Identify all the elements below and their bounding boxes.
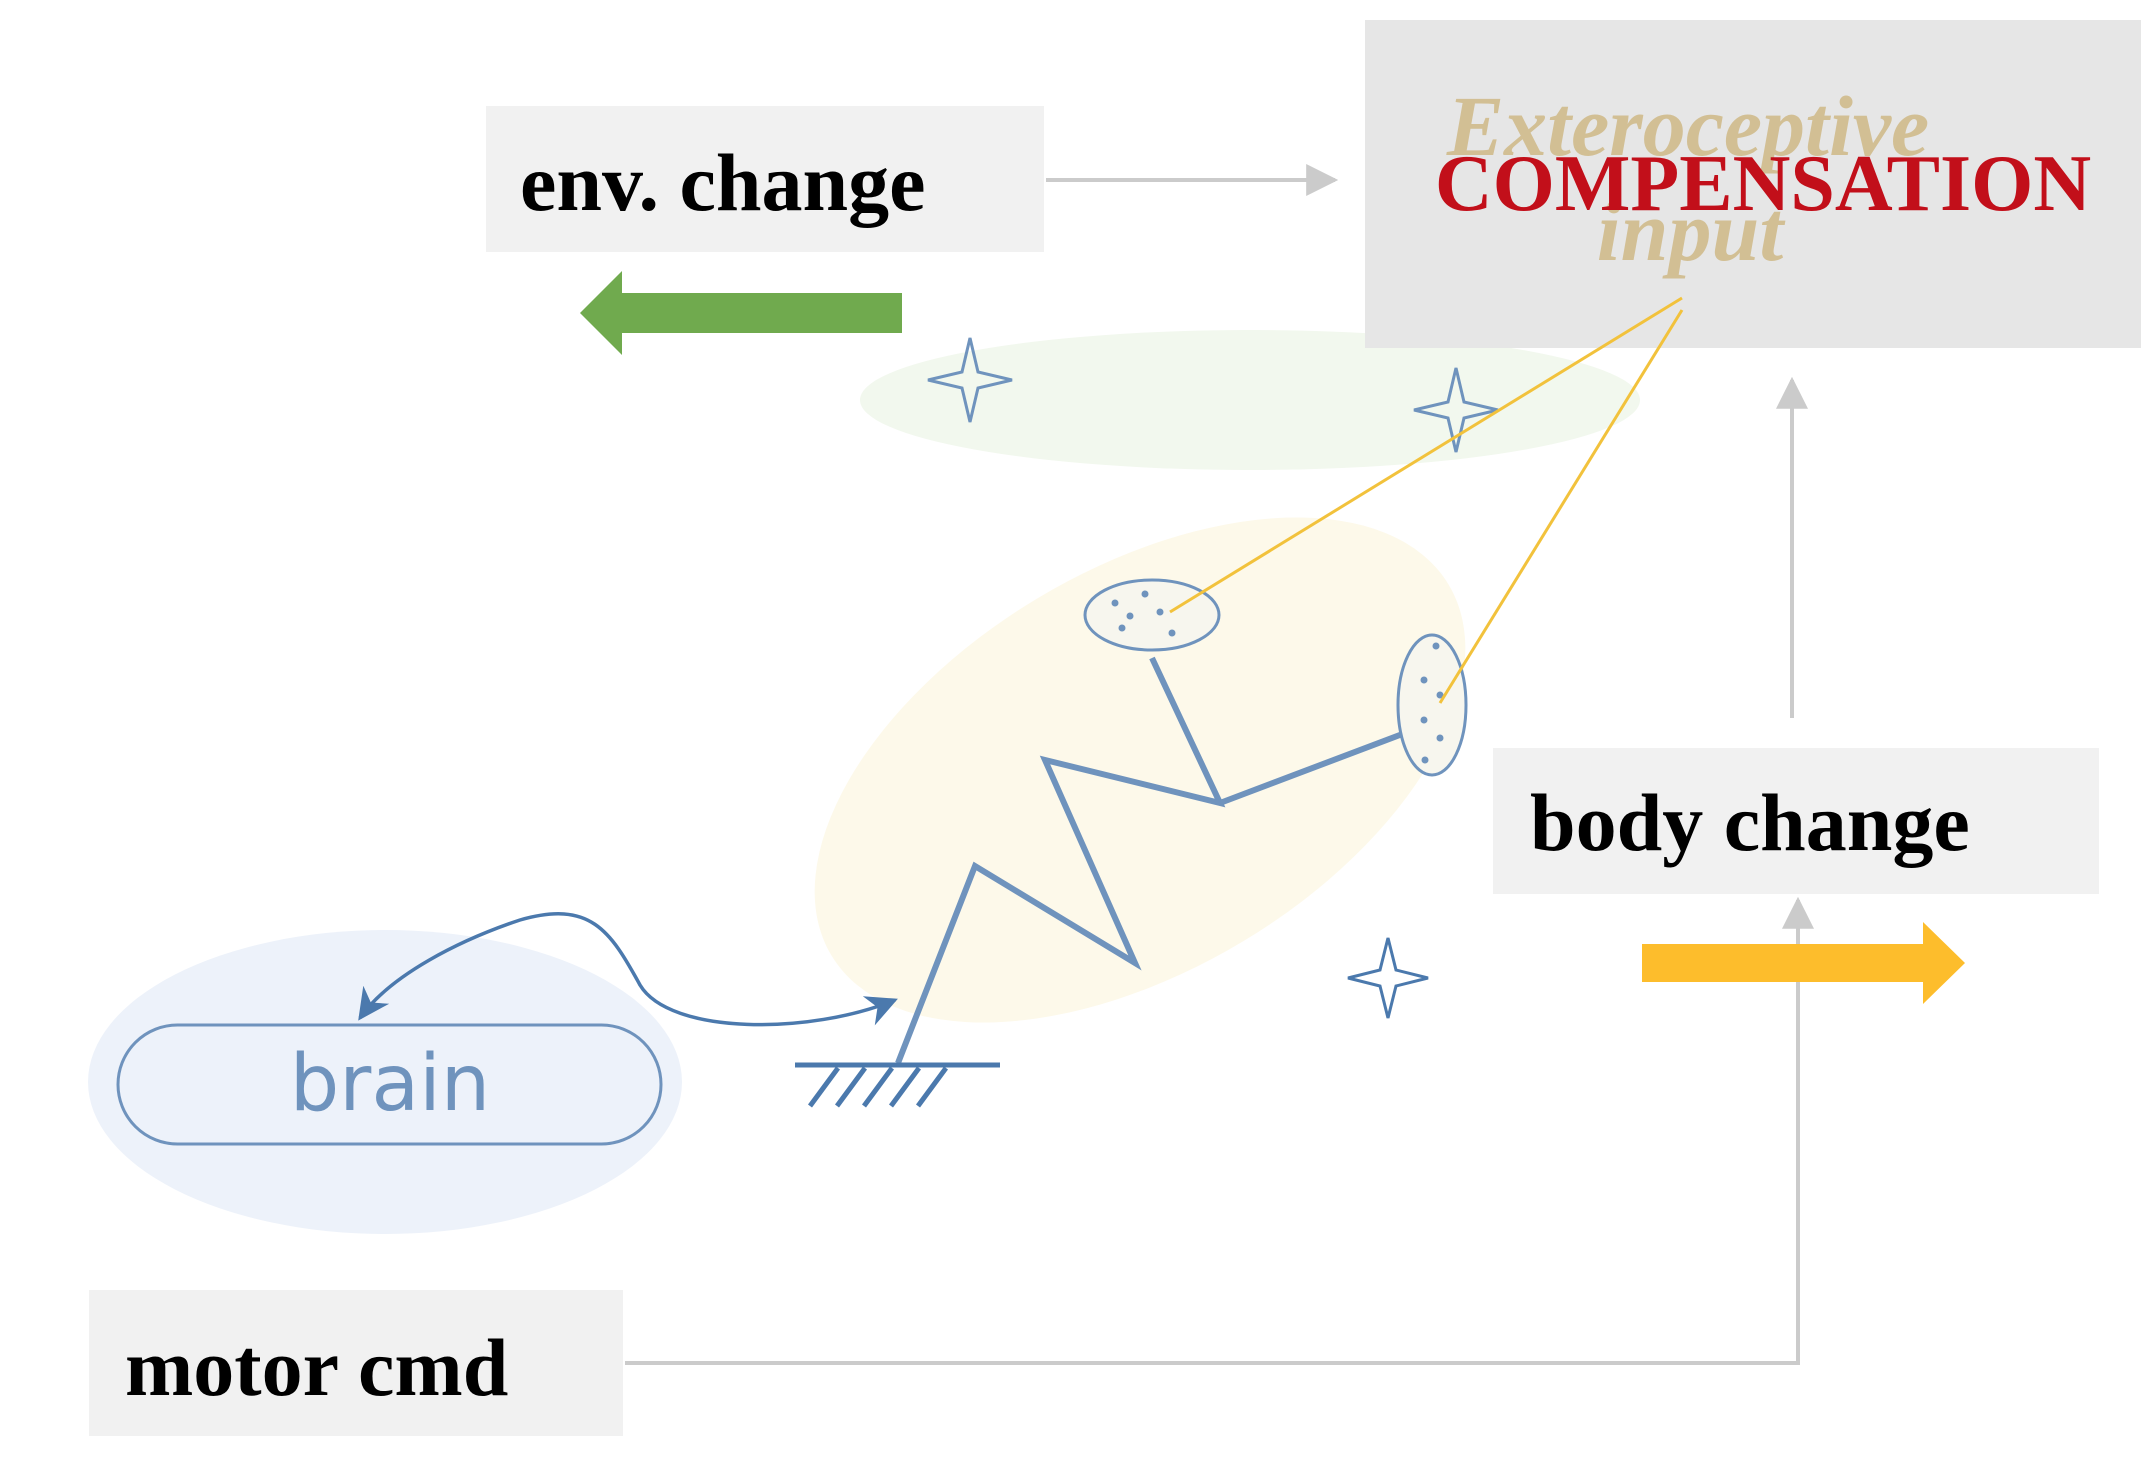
right-arrow-icon — [1642, 922, 1965, 1004]
environment-region — [860, 330, 1640, 470]
motor-to-body-connector — [625, 896, 1814, 1365]
four-point-star-icon — [1413, 367, 1499, 453]
brain-pill — [116, 1023, 663, 1146]
brain-feedback-arrow — [358, 912, 898, 1027]
robot-arm — [895, 656, 1226, 1065]
body-change-label: body change — [1530, 777, 1970, 868]
four-point-star-icon — [1347, 937, 1429, 1019]
right-sensor — [1396, 633, 1468, 777]
four-point-star-icon — [927, 337, 1013, 423]
ground-hatch-icon — [795, 1062, 1000, 1108]
env-change-label: env. change — [520, 137, 925, 228]
robot-forearm — [1218, 730, 1407, 806]
compensation-label: COMPENSATION — [1435, 140, 2091, 228]
exteroceptive-label-line1: Exteroceptive — [1446, 78, 1929, 174]
body-region — [814, 517, 1466, 1023]
motor-cmd-box — [89, 1290, 623, 1436]
upper-sensor — [1083, 578, 1221, 652]
upper-sensor-signal-line — [1169, 296, 1683, 614]
exteroceptive-label-line2: input — [1597, 183, 1787, 279]
left-arrow-icon — [580, 271, 902, 355]
motor-cmd-label: motor cmd — [125, 1322, 508, 1413]
brain-label: brain — [290, 1039, 490, 1129]
right-sensor-signal-line — [1438, 309, 1684, 704]
body-change-box — [1493, 748, 2099, 894]
env-change-box — [486, 106, 1044, 252]
compensation-box — [1365, 20, 2141, 348]
